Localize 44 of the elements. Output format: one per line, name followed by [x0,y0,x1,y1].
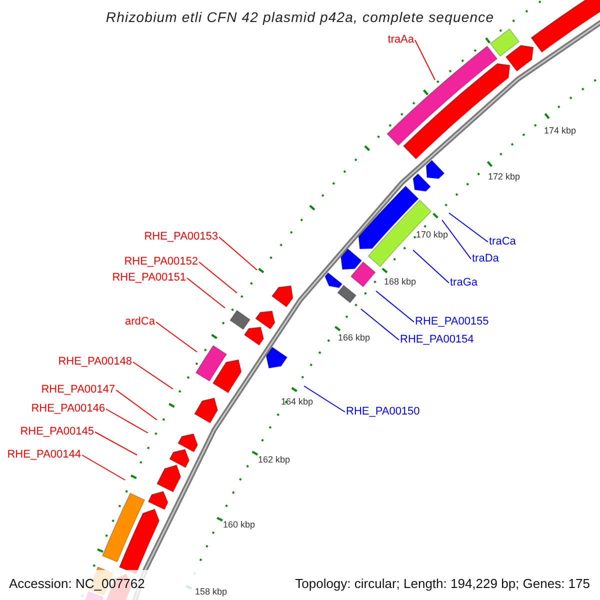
tick-label: 170 kbp [416,230,448,240]
gene-label: RHE_PA00150 [346,406,420,418]
gene-label: RHE_PA00144 [7,448,81,462]
tick-label: 162 kbp [258,454,290,466]
tick-label: 174 kbp [544,126,576,136]
gene-label: RHE_PA00152 [124,256,198,268]
leader-line [132,362,174,390]
leader-line [304,386,346,412]
leader-line [198,262,238,294]
leader-line [412,250,450,284]
leader-line [414,40,436,80]
gene-label: RHE_PA00154 [400,334,474,346]
leader-line [186,278,226,308]
footer-text: Accession: NC_007762 [9,576,145,591]
gene-label: traAa [388,34,414,46]
leader-line [82,454,126,480]
gene-label: traGa [450,276,478,290]
gene-label: RHE_PA00147 [41,384,115,396]
leader-line [156,322,198,352]
gene-label: RHE_PA00155 [415,316,489,328]
tick-label: 172 kbp [488,172,520,182]
leader-line [376,290,414,322]
leader-line [94,432,138,456]
gene-label: RHE_PA00146 [31,402,105,416]
gene-label: RHE_PA00153 [144,230,218,244]
tick-label: 160 kbp [223,520,256,530]
leader-line [106,408,148,434]
gene-label: RHE_PA00145 [20,426,94,438]
leader-line [448,212,488,242]
map-title: Rhizobium etli CFN 42 plasmid p42a, complete sequence [104,9,496,25]
tick-label: 164 kbp [281,396,314,408]
gene-label: RHE_PA00148 [58,356,132,368]
tick-label: 166 kbp [338,332,370,344]
gene-label: ardCa [125,316,155,328]
leader-line [360,308,400,340]
tick-label: 168 kbp [384,276,416,288]
gene-label: traDa [472,252,499,266]
footer-text: Topology: circular; Length: 194,229 bp; Genes: 175 [295,576,590,591]
leader-line [116,390,158,420]
tick-label: 158 kbp [195,586,228,598]
gene-label: traCa [489,236,516,248]
leader-line [442,220,472,260]
gene-label: RHE_PA00151 [112,272,186,284]
leader-line [218,236,258,270]
